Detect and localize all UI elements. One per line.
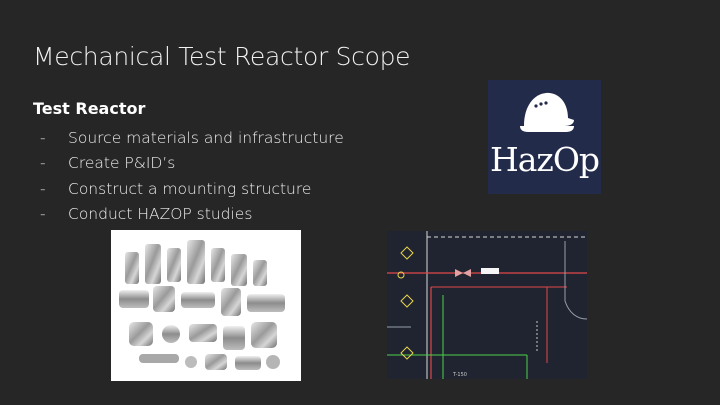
bullet-dash: - [40,128,46,147]
pid-diagram-drawing: T-150 [387,231,587,379]
pipe-fittings-photo [111,230,301,381]
hazop-logo: HazOp [488,80,601,194]
bullet-text: Create P&ID’s [68,154,176,173]
bullet-dash: - [40,154,46,173]
pipe-fittings-illustration [119,240,285,370]
bullet-list: - Source materials and infrastructure - … [40,125,344,227]
bullet-item: - Source materials and infrastructure [40,125,344,151]
bullet-item: - Conduct HAZOP studies [40,202,344,228]
bullet-item: - Construct a mounting structure [40,176,344,202]
pid-bottom-tag: T-150 [452,372,467,378]
bullet-text: Conduct HAZOP studies [68,205,253,224]
slide-title: Mechanical Test Reactor Scope [33,42,411,71]
bullet-dash: - [40,205,46,224]
bullet-dash: - [40,179,46,198]
bullet-text: Construct a mounting structure [68,179,312,198]
pid-diagram: T-150 [387,231,587,379]
logo-text: HazOp [489,140,600,179]
section-subtitle: Test Reactor [33,99,146,118]
bullet-item: - Create P&ID’s [40,151,344,177]
hard-hat-icon [520,92,574,132]
bullet-text: Source materials and infrastructure [68,128,344,147]
